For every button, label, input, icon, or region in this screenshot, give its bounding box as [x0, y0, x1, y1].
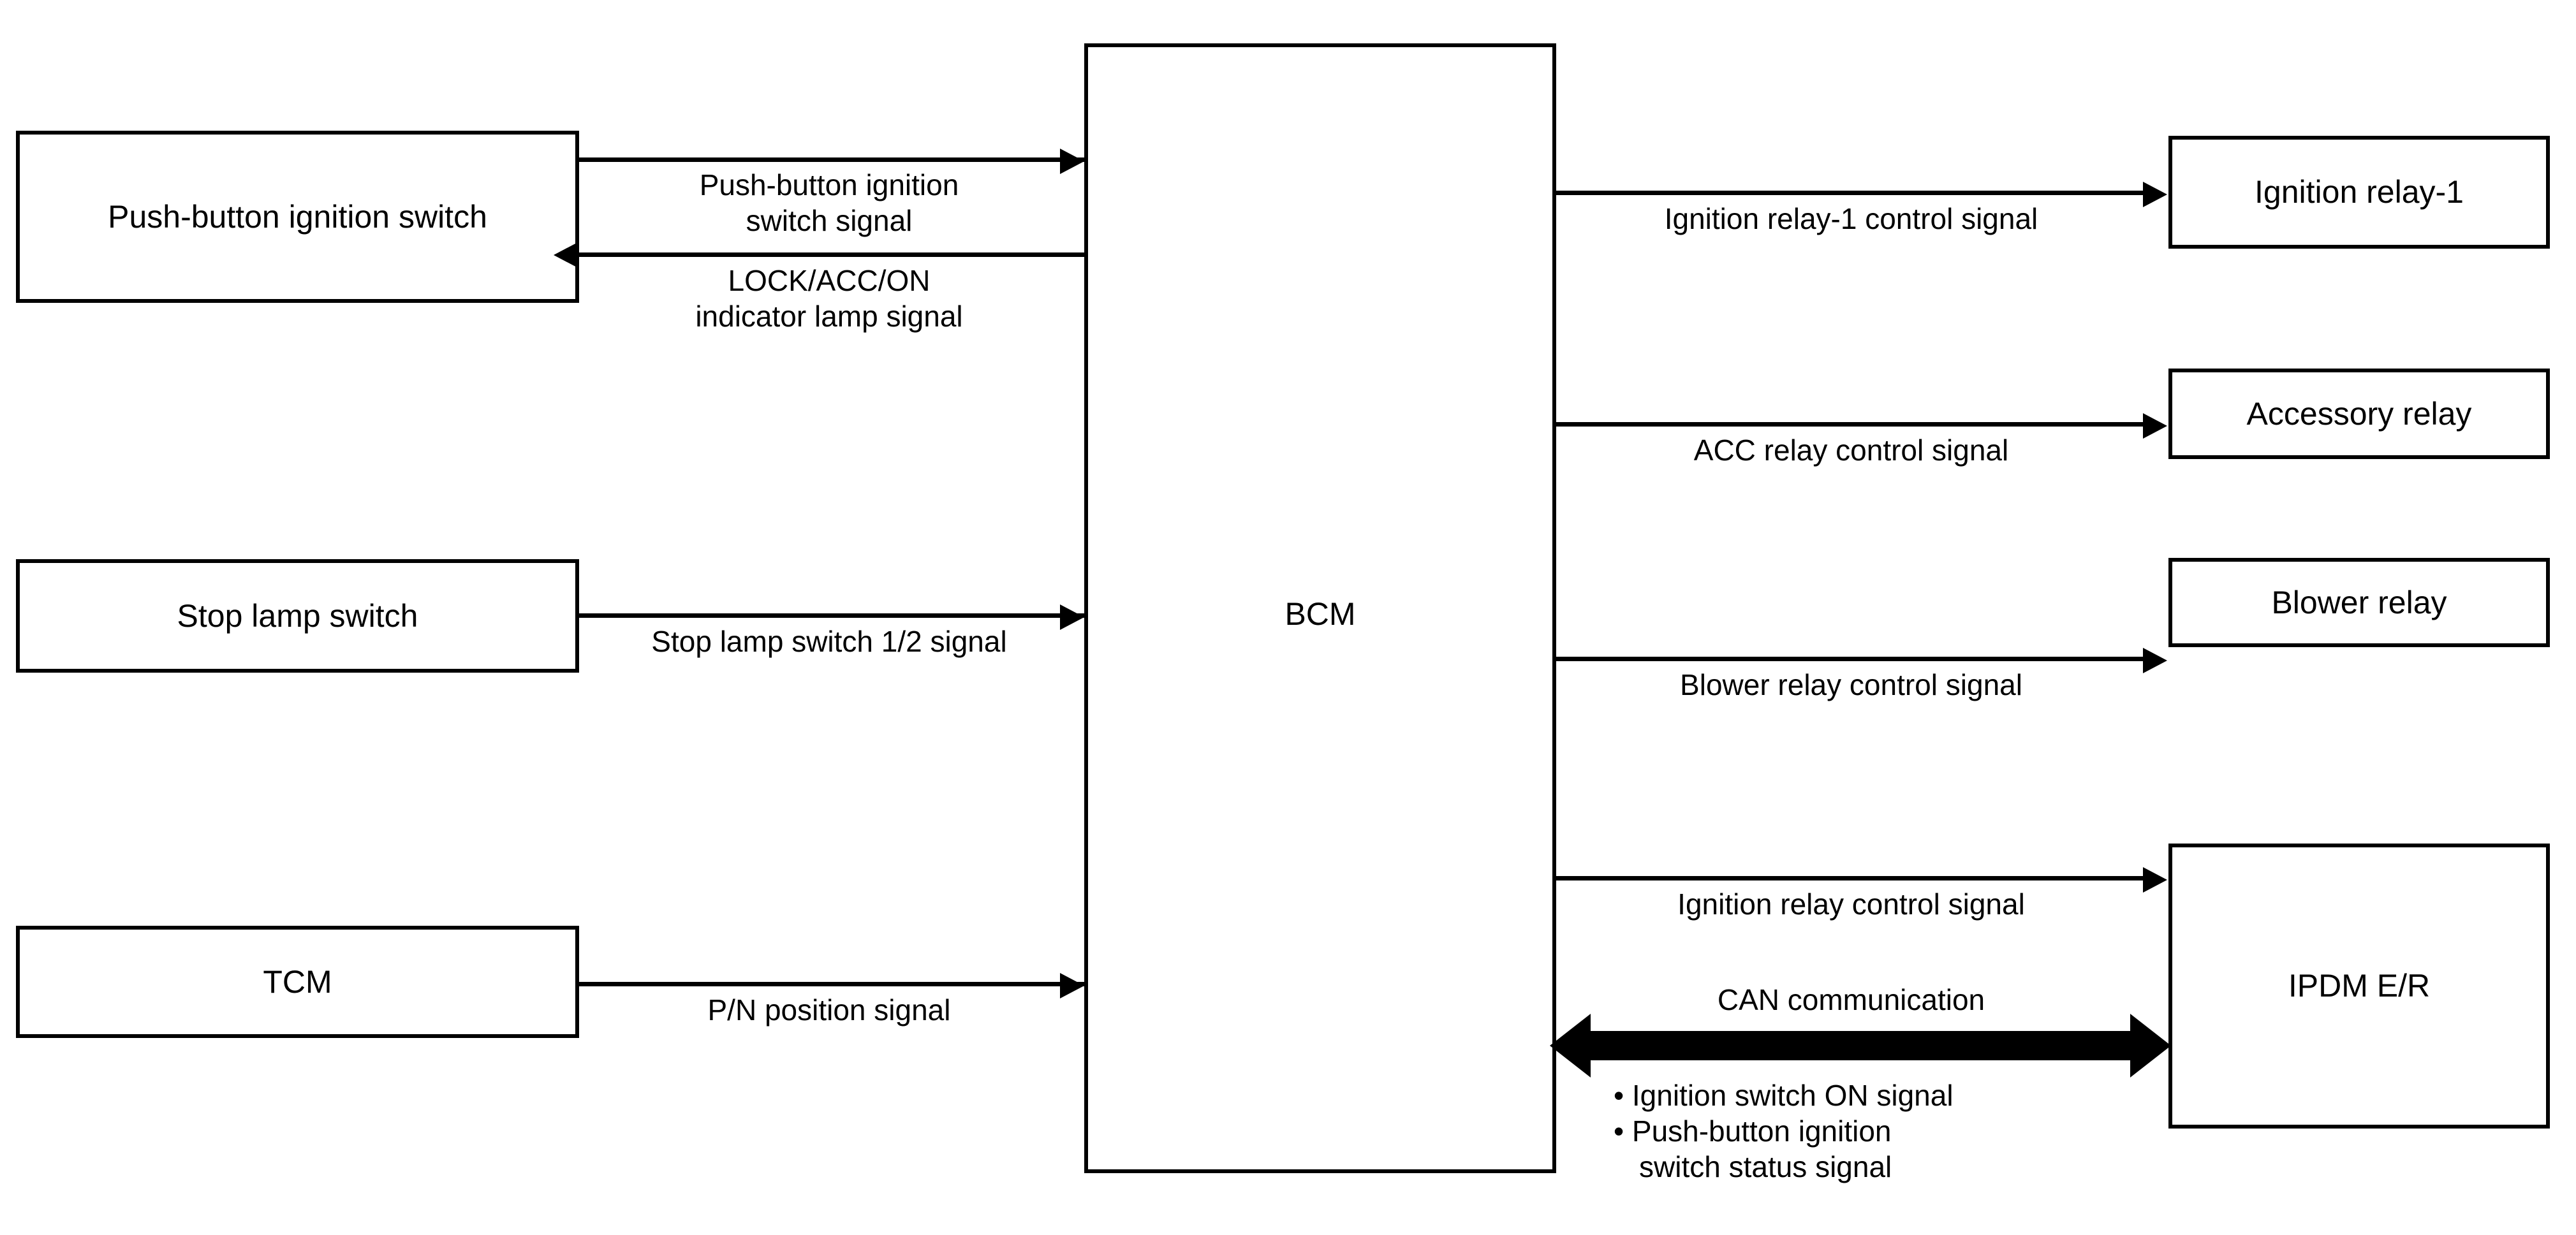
node-accessory-relay: Accessory relay	[2168, 369, 2550, 459]
edge-label-bcm-to-ignition-relay-1-text: Ignition relay-1 control signal	[1664, 202, 2038, 235]
node-push-button-ignition-switch: Push-button ignition switch	[16, 131, 579, 303]
can-signal-item-push-button-status-line1: • Push-button ignition	[1614, 1114, 1892, 1148]
arrowhead-can-left	[1550, 1014, 1591, 1078]
edge-line-tcm-to-bcm	[577, 982, 1084, 986]
edge-line-bcm-to-pbis	[577, 252, 1084, 257]
edge-label-bcm-to-blower-relay: Blower relay control signal	[1563, 667, 2140, 703]
node-stop-lamp-switch-label: Stop lamp switch	[177, 597, 418, 634]
node-tcm-label: TCM	[263, 963, 332, 1000]
node-ignition-relay-1: Ignition relay-1	[2168, 136, 2550, 249]
edge-line-bcm-to-blower-relay	[1554, 657, 2147, 661]
can-signal-item-push-button-status-line2: switch status signal	[1639, 1150, 1892, 1184]
edge-label-bcm-to-ipdm-text: Ignition relay control signal	[1677, 888, 2025, 921]
arrowhead-bcm-to-ignition-relay-1	[2143, 182, 2167, 207]
edge-line-stop-lamp-switch-to-bcm	[577, 613, 1084, 618]
can-signal-item-ignition-switch-on: • Ignition switch ON signal	[1614, 1079, 1954, 1112]
edge-line-bcm-to-ignition-relay-1	[1554, 191, 2147, 195]
node-ignition-relay-1-label: Ignition relay-1	[2255, 174, 2464, 210]
edge-line-pbis-to-bcm	[577, 157, 1084, 162]
can-bus-dashes	[1589, 1037, 2133, 1055]
edge-label-bcm-to-ipdm: Ignition relay control signal	[1563, 886, 2140, 922]
arrowhead-tcm-to-bcm	[1060, 973, 1084, 998]
edge-label-bcm-to-accessory-relay-text: ACC relay control signal	[1693, 434, 2009, 467]
edge-label-bcm-to-accessory-relay: ACC relay control signal	[1563, 432, 2140, 468]
edge-label-bcm-to-ignition-relay-1: Ignition relay-1 control signal	[1563, 201, 2140, 237]
node-ipdm-er-label: IPDM E/R	[2288, 968, 2431, 1004]
edge-label-can-title-text: CAN communication	[1717, 983, 1985, 1016]
node-stop-lamp-switch: Stop lamp switch	[16, 559, 579, 673]
node-ipdm-er: IPDM E/R	[2168, 844, 2550, 1129]
arrowhead-bcm-to-pbis	[554, 242, 578, 268]
edge-label-bcm-to-pbis-line2: indicator lamp signal	[695, 300, 963, 333]
edge-label-stop-lamp-switch-to-bcm: Stop lamp switch 1/2 signal	[577, 624, 1081, 659]
arrowhead-bcm-to-accessory-relay	[2143, 413, 2167, 439]
edge-label-tcm-to-bcm: P/N position signal	[596, 992, 1062, 1028]
edge-label-tcm-to-bcm-text: P/N position signal	[707, 993, 951, 1027]
edge-label-stop-lamp-switch-to-bcm-text: Stop lamp switch 1/2 signal	[651, 625, 1007, 658]
edge-label-pbis-to-bcm-line2: switch signal	[746, 204, 913, 238]
node-bcm-label: BCM	[1284, 596, 1356, 632]
edge-label-can-communication-title: CAN communication	[1563, 982, 2140, 1018]
arrowhead-bcm-to-ipdm	[2143, 867, 2167, 893]
arrowhead-stop-lamp-switch-to-bcm	[1060, 604, 1084, 630]
node-blower-relay: Blower relay	[2168, 558, 2550, 647]
arrowhead-pbis-to-bcm	[1060, 149, 1084, 174]
edge-label-bcm-to-pbis: LOCK/ACC/ON indicator lamp signal	[596, 263, 1062, 334]
node-push-button-ignition-switch-label: Push-button ignition switch	[108, 198, 487, 235]
arrowhead-can-right	[2130, 1014, 2171, 1078]
edge-line-bcm-to-accessory-relay	[1554, 422, 2147, 427]
node-accessory-relay-label: Accessory relay	[2246, 395, 2472, 432]
edge-label-pbis-to-bcm: Push-button ignition switch signal	[596, 167, 1062, 238]
node-bcm: BCM	[1084, 43, 1556, 1173]
edge-label-pbis-to-bcm-line1: Push-button ignition	[699, 168, 959, 201]
node-blower-relay-label: Blower relay	[2271, 584, 2447, 620]
edge-line-bcm-to-ipdm	[1554, 876, 2147, 881]
edge-label-bcm-to-pbis-line1: LOCK/ACC/ON	[728, 264, 931, 297]
edge-label-bcm-to-blower-relay-text: Blower relay control signal	[1680, 668, 2022, 701]
node-tcm: TCM	[16, 926, 579, 1038]
arrowhead-bcm-to-blower-relay	[2143, 648, 2167, 673]
can-signal-list: • Ignition switch ON signal • Push-butto…	[1614, 1078, 2188, 1185]
